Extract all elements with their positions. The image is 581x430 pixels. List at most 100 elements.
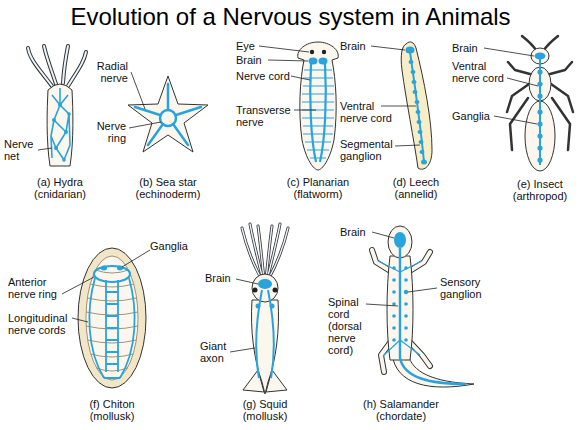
hydra-figure [44, 46, 56, 84]
insect-figure [537, 157, 542, 162]
leader-line [38, 148, 52, 150]
species-caption: (h) Salamander (chordate) [355, 398, 447, 422]
species-caption: (e) Insect (arthropod) [505, 178, 575, 202]
hydra-figure [54, 146, 58, 150]
insect-figure [522, 36, 536, 50]
leech-figure [412, 80, 417, 84]
label-slot: Nerve net [4, 138, 38, 162]
salamander-figure [392, 338, 396, 342]
insect-figure [507, 36, 573, 171]
label-slot: Ventral nerve cord [452, 60, 508, 84]
leader-line [291, 76, 310, 80]
leader-line [268, 60, 308, 61]
part-label: Brain [205, 272, 245, 284]
part-label: Nerve net [4, 138, 38, 162]
species-caption: (b) Sea star (echinoderm) [129, 176, 207, 200]
hydra-figure [63, 46, 68, 83]
label-slot: Brain [236, 54, 294, 66]
label-slot: (f) Chiton (mollusk) [81, 398, 143, 422]
leader-line [372, 232, 394, 238]
salamander-figure [392, 314, 396, 318]
squid-figure [250, 224, 263, 280]
insect-figure [551, 84, 573, 112]
leader-line [395, 145, 420, 146]
hydra-figure [63, 46, 68, 83]
squid-figure [268, 228, 288, 280]
salamander-figure [404, 338, 408, 342]
label-slot: Radial nerve [86, 60, 128, 84]
chiton-figure [86, 256, 138, 380]
part-label: Sensory ganglion [440, 276, 498, 300]
leader-line [131, 72, 145, 109]
part-label: Nerve cord [236, 70, 294, 82]
part-label: Radial nerve [86, 60, 128, 84]
insect-figure [537, 121, 542, 126]
hydra-figure [51, 88, 70, 160]
label-slot: (c) Planarian (flatworm) [278, 176, 358, 200]
squid-figure [258, 279, 272, 289]
leech-figure [406, 47, 415, 54]
insect-figure [550, 62, 572, 74]
salamander-figure [392, 326, 396, 330]
leader-line [62, 277, 94, 294]
squid-figure [253, 288, 258, 293]
salamander-figure [392, 302, 396, 306]
leader-line [72, 318, 88, 322]
part-label: Brain [340, 226, 380, 238]
leader-line [408, 288, 437, 292]
label-slot: Sensory ganglion [440, 276, 498, 300]
leader-line [494, 116, 537, 124]
planarian-figure [309, 58, 318, 65]
leader-line [236, 279, 258, 284]
label-slot: Ganglia [150, 240, 194, 252]
label-slot: (h) Salamander (chordate) [355, 398, 447, 422]
salamander-figure [404, 314, 408, 318]
salamander-figure [404, 278, 408, 282]
leech-figure [411, 70, 416, 74]
hydra-figure [47, 84, 73, 166]
salamander-figure [404, 290, 408, 294]
species-caption: (d) Leech (annelid) [386, 176, 446, 200]
salamander-figure [372, 226, 474, 387]
sea-star-figure [128, 76, 208, 152]
hydra-figure [58, 103, 62, 107]
leech-figure [409, 60, 414, 64]
label-slot: Brain [340, 40, 396, 52]
insect-figure [537, 145, 542, 150]
insect-figure [544, 36, 558, 50]
chiton-figure [89, 278, 134, 378]
chiton-figure [117, 266, 123, 271]
salamander-figure [392, 278, 396, 282]
label-slot: (b) Sea star (echinoderm) [129, 176, 207, 200]
leech-figure [419, 140, 424, 144]
leader-line [122, 250, 150, 267]
label-slot: (e) Insect (arthropod) [505, 178, 575, 202]
hydra-figure [28, 48, 52, 86]
leech-figure [409, 60, 428, 165]
hydra-figure [68, 52, 86, 86]
leader-line [371, 46, 405, 50]
part-label: Ventral nerve cord [340, 100, 396, 124]
label-slot: (a) Hydra (cnidarian) [27, 176, 93, 200]
salamander-figure [404, 326, 408, 330]
insect-figure [508, 62, 530, 74]
squid-figure [242, 224, 288, 280]
insect-figure [537, 69, 542, 162]
part-label: Nerve ring [86, 120, 126, 144]
label-slot: (d) Leech (annelid) [386, 176, 446, 200]
label-slot: Ganglia [452, 110, 508, 122]
squid-figure [242, 224, 288, 394]
label-slot: Transverse nerve [236, 104, 294, 128]
label-slot: Brain [340, 226, 380, 238]
hydra-figure [64, 130, 68, 134]
label-slot: Spinal cord (dorsal nerve cord) [328, 296, 374, 356]
leader-line [381, 106, 416, 107]
part-label: Brain [452, 42, 508, 54]
salamander-figure [392, 266, 408, 342]
part-label: Spinal cord (dorsal nerve cord) [328, 296, 374, 356]
hydra-figure [52, 118, 56, 122]
salamander-figure [400, 248, 466, 384]
leader-line [38, 46, 538, 352]
hydra-figure [52, 103, 71, 162]
leech-figure [418, 130, 423, 134]
